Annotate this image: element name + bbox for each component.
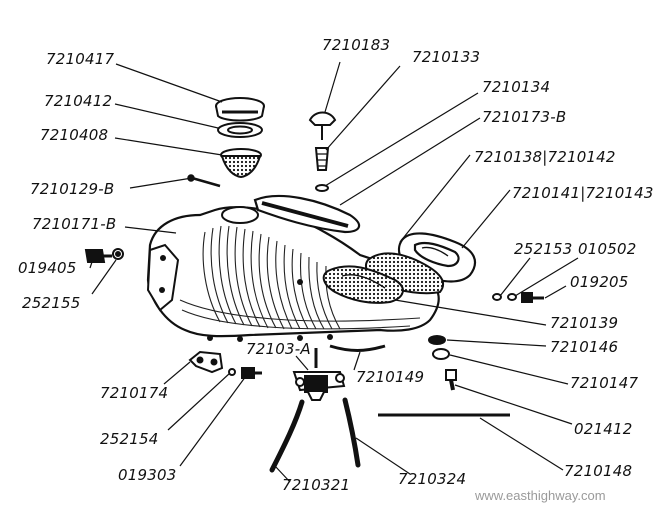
callout-7210133: 7210133 xyxy=(412,48,481,66)
callout-019205: 019205 xyxy=(570,273,629,291)
front-bracket xyxy=(146,243,180,312)
callout-010502: 010502 xyxy=(578,240,637,258)
callout-7210134: 7210134 xyxy=(482,78,551,96)
callout-7210147: 7210147 xyxy=(570,374,639,392)
retaining-pin xyxy=(187,174,221,188)
callout-7210141-7210143: 7210141|7210143 xyxy=(512,184,654,202)
callout-7210183: 7210183 xyxy=(322,36,391,54)
filler-strainer xyxy=(220,148,262,179)
drain-bolt xyxy=(428,335,457,391)
callout-7210129-b: 7210129-B xyxy=(30,180,115,198)
callout-7210139: 7210139 xyxy=(550,314,619,332)
left-bolt xyxy=(84,248,124,263)
callout-7210148: 7210148 xyxy=(564,462,633,480)
callout-021412: 021412 xyxy=(574,420,633,438)
callout-7210408: 7210408 xyxy=(40,126,109,144)
tool-box-gasket xyxy=(322,265,404,304)
callout-019303: 019303 xyxy=(118,466,177,484)
fuel-hoses xyxy=(269,397,361,473)
callout-72103-a: 72103-A xyxy=(246,340,311,358)
center-bolt xyxy=(308,111,337,192)
callout-7210417: 7210417 xyxy=(46,50,115,68)
callout-019405: 019405 xyxy=(18,259,77,277)
fuel-tap xyxy=(292,348,346,401)
filler-cap xyxy=(215,97,265,122)
connecting-tube xyxy=(329,344,386,352)
lower-screw xyxy=(228,367,262,379)
right-small-parts xyxy=(492,292,544,303)
callout-7210138-7210142: 7210138|7210142 xyxy=(474,148,616,166)
callout-252154: 252154 xyxy=(100,430,159,448)
callout-7210171-b: 7210171-B xyxy=(32,215,117,233)
tank-filler-opening xyxy=(221,206,259,224)
callout-7210174: 7210174 xyxy=(100,384,169,402)
callout-7210146: 7210146 xyxy=(550,338,619,356)
callout-252153: 252153 xyxy=(514,240,573,258)
callout-7210149: 7210149 xyxy=(356,368,425,386)
callout-7210412: 7210412 xyxy=(44,92,113,110)
callout-252155: 252155 xyxy=(22,294,81,312)
lower-bracket xyxy=(188,350,224,374)
callout-7210324: 7210324 xyxy=(398,470,467,488)
leader-lines xyxy=(89,61,579,483)
filler-cap-gasket xyxy=(217,122,263,138)
watermark-text: www.easthighway.com xyxy=(475,488,606,503)
knee-pad xyxy=(253,194,361,234)
callout-7210321: 7210321 xyxy=(282,476,351,494)
callout-7210173-b: 7210173-B xyxy=(482,108,567,126)
